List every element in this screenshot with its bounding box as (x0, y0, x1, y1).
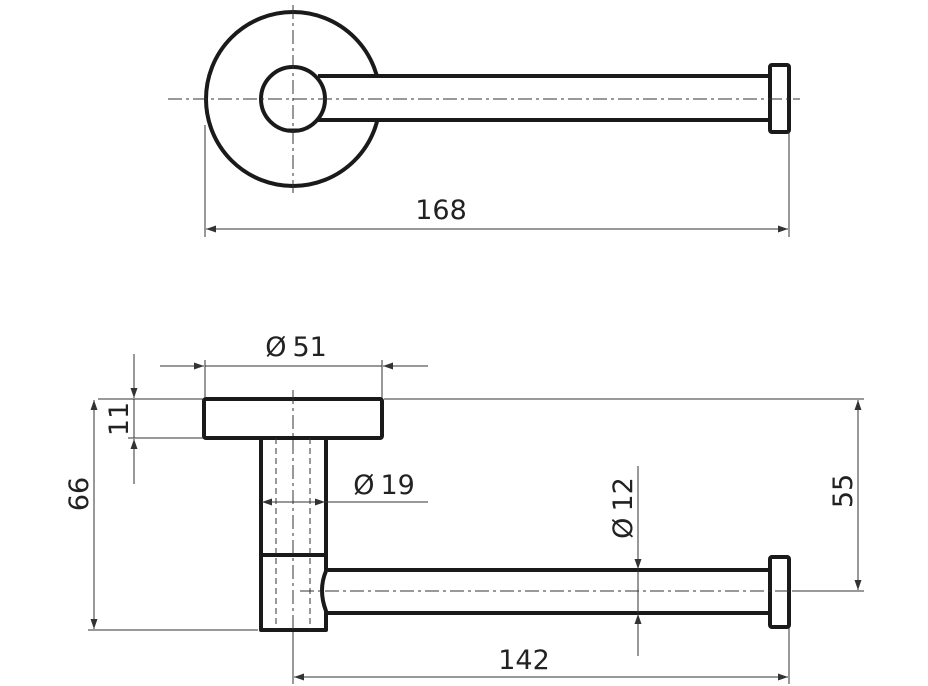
top-rod-visible (318, 74, 774, 122)
dim-text-168: 168 (415, 195, 467, 226)
diameter-symbol-12: Ø (608, 518, 639, 539)
side-end-cap (768, 555, 791, 629)
dim-text-12: Ø12 (608, 477, 639, 539)
diameter-symbol-19: Ø (353, 470, 374, 501)
dim-text-142: 142 (498, 645, 550, 676)
dim-text-66: 66 (64, 477, 95, 511)
diameter-symbol-51: Ø (265, 332, 286, 363)
dim-text-11: 11 (104, 402, 135, 436)
dim-text-55: 55 (828, 474, 859, 508)
top-view: 168 (168, 5, 800, 237)
